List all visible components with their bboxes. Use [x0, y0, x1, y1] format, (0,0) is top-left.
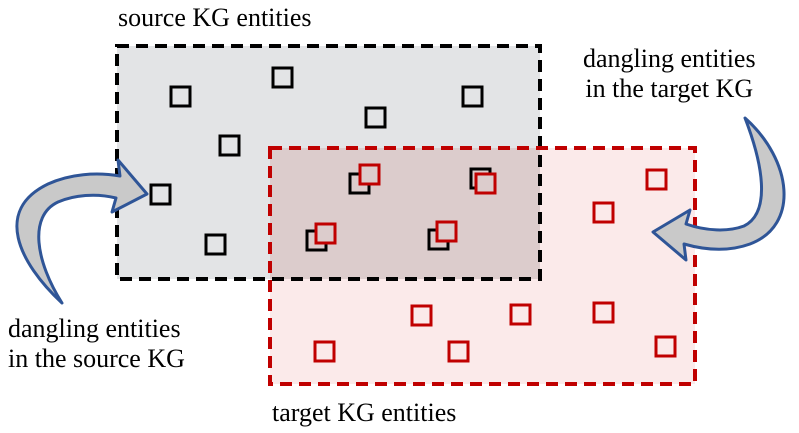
target-entity — [592, 301, 615, 324]
target-kg-title: target KG entities — [272, 398, 457, 427]
source-entity — [461, 85, 484, 108]
dangling-target-label: dangling entities in the target KG — [583, 44, 756, 104]
dangling-source-label-line1: dangling entities — [8, 314, 181, 343]
target-entity — [654, 335, 677, 358]
target-entity — [509, 303, 532, 326]
source-entity — [149, 183, 172, 206]
target-entity — [447, 340, 470, 363]
target-entity — [313, 340, 336, 363]
target-entity — [314, 222, 337, 245]
target-entity — [358, 163, 381, 186]
target-entity — [474, 172, 497, 195]
target-entity — [592, 201, 615, 224]
source-entity — [204, 233, 227, 256]
target-entity — [410, 304, 433, 327]
dangling-target-arrow — [651, 116, 786, 262]
source-kg-border — [115, 44, 542, 281]
source-kg-title: source KG entities — [118, 3, 312, 32]
dangling-source-label: dangling entities in the source KG — [8, 314, 185, 374]
dangling-source-label-line2: in the source KG — [8, 344, 185, 373]
source-entity — [218, 134, 241, 157]
dangling-target-label-line2: in the target KG — [585, 74, 754, 103]
source-entity — [271, 66, 294, 89]
dangling-source-arrow — [15, 158, 149, 305]
target-kg-border — [268, 146, 697, 386]
overlap-region — [270, 148, 540, 279]
target-entities — [313, 163, 677, 363]
source-entity — [364, 106, 387, 129]
dangling-target-label-line1: dangling entities — [583, 44, 756, 73]
target-entity — [435, 220, 458, 243]
target-entity — [645, 168, 668, 191]
source-entity — [169, 85, 192, 108]
